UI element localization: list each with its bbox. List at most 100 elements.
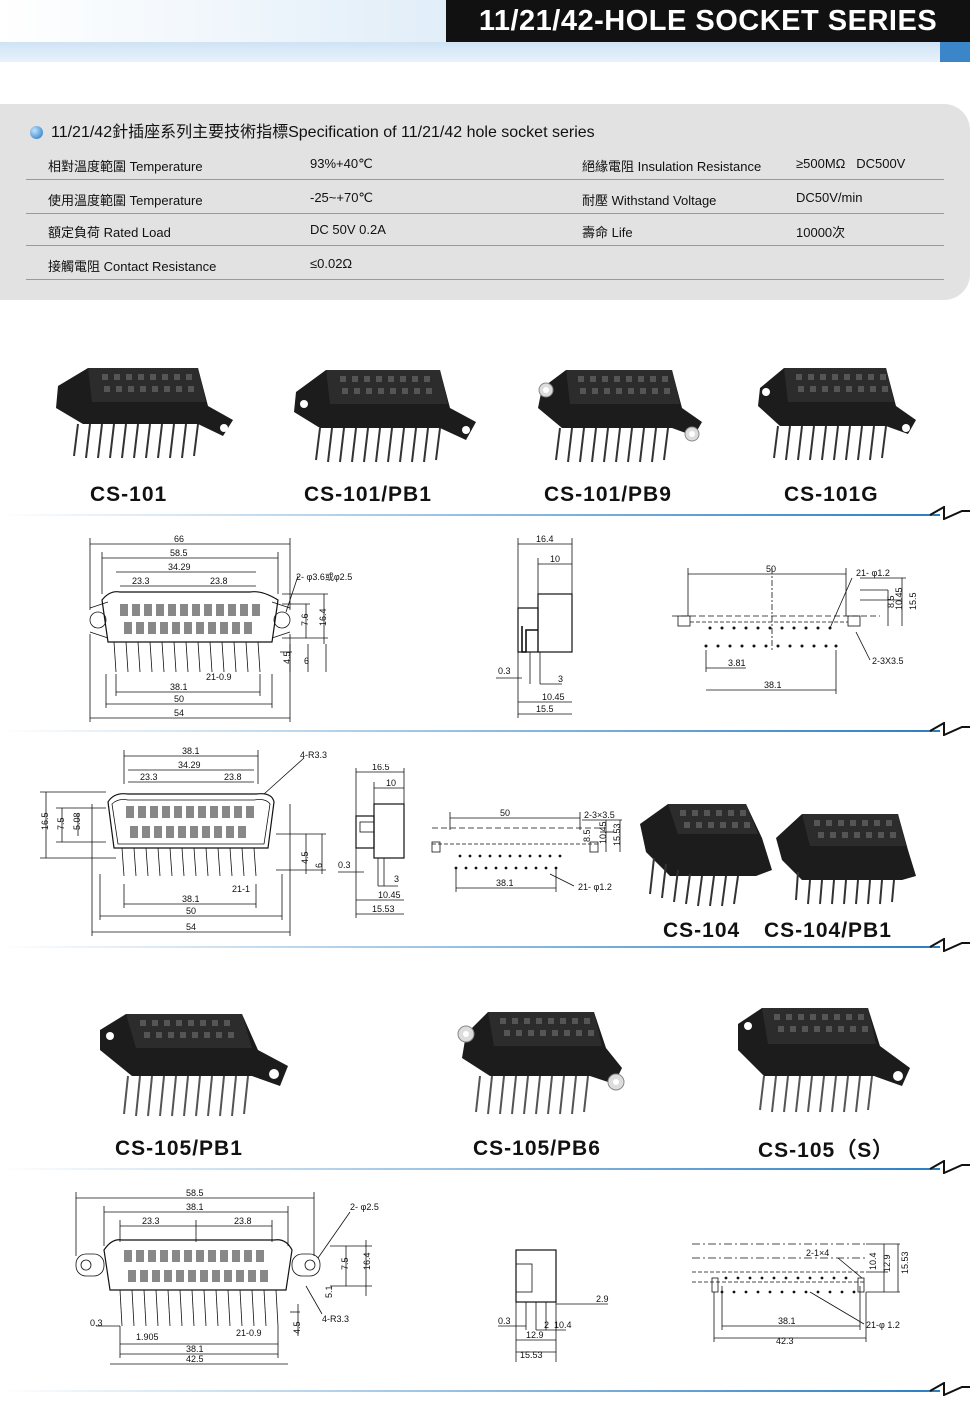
dim-label: 38.1	[186, 1344, 204, 1354]
dim-label: 38.1	[496, 878, 514, 888]
dim-label: 4-R3.3	[300, 750, 327, 760]
dim-label: 7.5	[340, 1257, 350, 1270]
dim-label: 0.3	[498, 666, 511, 676]
connector-photo-cs105-pb6	[457, 1012, 625, 1115]
dim-label: 10	[550, 554, 560, 564]
dim-label: 6	[304, 656, 309, 666]
dim-label: 10	[386, 778, 396, 788]
dim-label: 10.45	[894, 587, 904, 610]
connector-photo-cs104-pb1	[776, 814, 916, 905]
spec-value: 93%+40℃	[310, 156, 373, 171]
connector-photo-cs105-s	[738, 1008, 910, 1113]
dim-label: 8.5	[582, 829, 592, 842]
dim-label: 15.53	[612, 823, 622, 846]
connector-photo-cs101-pb1	[294, 370, 476, 463]
drawing-cs101-bottom: 50 21- φ1.2 8.5 10.45 15.5 2-3X3.5 3.81 …	[672, 564, 918, 694]
dim-label: 3	[394, 874, 399, 884]
spec-panel	[0, 104, 970, 300]
dim-label: 16.5	[40, 812, 50, 830]
drawing-cs104-front: 38.1 34.29 4-R3.3 23.3 23.8 16.5 7.5 5.0…	[40, 746, 327, 936]
model-label: CS-105/PB1	[115, 1137, 243, 1160]
dim-label: 5.08	[72, 812, 82, 830]
spec-title-text: 11/21/42針插座系列主要技術指標Specification of 11/2…	[51, 124, 595, 141]
dim-label: 34.29	[178, 760, 201, 770]
bullet-icon	[30, 126, 43, 139]
dim-label: 38.1	[764, 680, 782, 690]
dim-label: 2	[544, 1320, 549, 1330]
model-label: CS-105/PB6	[473, 1137, 601, 1160]
header-stripe	[0, 42, 970, 62]
dim-label: 23.3	[140, 772, 158, 782]
model-label: CS-104/PB1	[764, 919, 892, 942]
spec-label: 接觸電阻 Contact Resistance	[48, 259, 217, 274]
spec-row: 使用溫度範圍 Temperature -25~+70℃ 耐壓 Withstand…	[26, 180, 944, 214]
dim-label: 42.3	[776, 1336, 794, 1346]
dim-label: 8.5	[886, 595, 896, 608]
dim-label: 50	[186, 906, 196, 916]
dim-label: 50	[500, 808, 510, 818]
section-divider	[0, 1382, 970, 1396]
dim-label: 15.5	[908, 592, 918, 610]
drawing-cs101-side: 16.4 10 0.3 3 10.45 15.5	[496, 534, 573, 718]
dim-label: 38.1	[170, 682, 188, 692]
spec-row: 相對溫度範圍 Temperature 93%+40℃ 絕緣電阻 Insulati…	[26, 146, 944, 180]
dim-label: 7.6	[300, 613, 310, 626]
dim-label: 3.81	[728, 658, 746, 668]
spec-value: DC50V/min	[796, 190, 863, 205]
connector-photo-cs101	[56, 368, 233, 459]
dim-label: 23.8	[234, 1216, 252, 1226]
dim-label: 4.5	[300, 851, 310, 864]
dim-label: 16.5	[372, 764, 390, 772]
dim-label: 21-1	[232, 884, 250, 894]
dim-label: 21-φ 1.2	[866, 1320, 900, 1330]
drawing-cs101-front: 66 58.5 34.29 23.3 23.8 2- φ3.6或φ2.5 7.6…	[89, 534, 352, 722]
dim-label: 38.1	[182, 894, 200, 904]
drawing-cs105-bottom: 2-1×4 10.4 12.9 15.53 38.1 21-φ 1.2 42.3	[692, 1243, 910, 1346]
drawing-cs104-side: 16.5 10 0.3 3 10.45 15.53	[338, 764, 405, 918]
model-label: CS-101/PB1	[304, 483, 432, 506]
dim-label: 12.9	[526, 1330, 544, 1340]
model-label: CS-101	[90, 483, 168, 506]
dim-label: 10.45	[378, 890, 401, 900]
spec-label: 壽命 Life	[582, 225, 633, 240]
page-title: 11/21/42-HOLE SOCKET SERIES	[446, 0, 970, 42]
dim-label: 21-0.9	[236, 1328, 262, 1338]
dim-label: 4-R3.3	[322, 1314, 349, 1324]
header-accent	[940, 42, 970, 62]
spec-value: ≤0.02Ω	[310, 256, 353, 271]
connector-photo-cs101g	[758, 368, 916, 461]
dim-label: 21- φ1.2	[856, 568, 890, 578]
dim-label: 7.5	[56, 817, 66, 830]
dim-label: 38.1	[186, 1202, 204, 1212]
spec-row: 接觸電阻 Contact Resistance ≤0.02Ω	[26, 246, 944, 280]
dim-label: 10.45	[598, 821, 608, 844]
drawing-cs105-front: 58.5 38.1 2- φ2.5 23.3 23.8 7.5 16.4 5.1…	[75, 1188, 379, 1365]
spec-value: -25~+70℃	[310, 190, 374, 205]
dim-label: 15.53	[372, 904, 395, 914]
spec-row: 額定負荷 Rated Load DC 50V 0.2A 壽命 Life 1000…	[26, 212, 944, 246]
dim-label: 10.4	[554, 1320, 572, 1330]
drawing-cs105-side: 2.9 0.3 2 10.4 12.9 15.53	[498, 1249, 609, 1362]
dim-label: 6	[314, 863, 324, 868]
spec-title: 11/21/42針插座系列主要技術指標Specification of 11/2…	[30, 118, 595, 142]
section-divider	[0, 722, 970, 736]
dim-label: 4.5	[282, 651, 292, 664]
dim-label: 54	[186, 922, 196, 932]
dim-label: 5.1	[324, 1285, 334, 1298]
dim-label: 12.9	[882, 1254, 892, 1272]
spec-value: ≥500MΩ DC500V	[796, 156, 906, 171]
section-divider	[0, 938, 970, 952]
spec-label: 絕緣電阻 Insulation Resistance	[582, 159, 762, 174]
spec-label: 使用溫度範圍 Temperature	[48, 193, 203, 208]
dim-label: 21-0.9	[206, 672, 232, 682]
model-label: CS-101G	[784, 483, 879, 506]
dim-label: 2-1×4	[806, 1248, 829, 1258]
dim-label: 0.3	[338, 860, 351, 870]
model-label: CS-101/PB9	[544, 483, 672, 506]
dim-label: 3	[558, 674, 563, 684]
dim-label: 23.8	[210, 576, 228, 586]
connector-photo-cs101-pb9	[538, 370, 702, 463]
dim-label: 2.9	[596, 1294, 609, 1304]
dim-label: 34.29	[168, 562, 191, 572]
dim-label: 10.45	[542, 692, 565, 702]
